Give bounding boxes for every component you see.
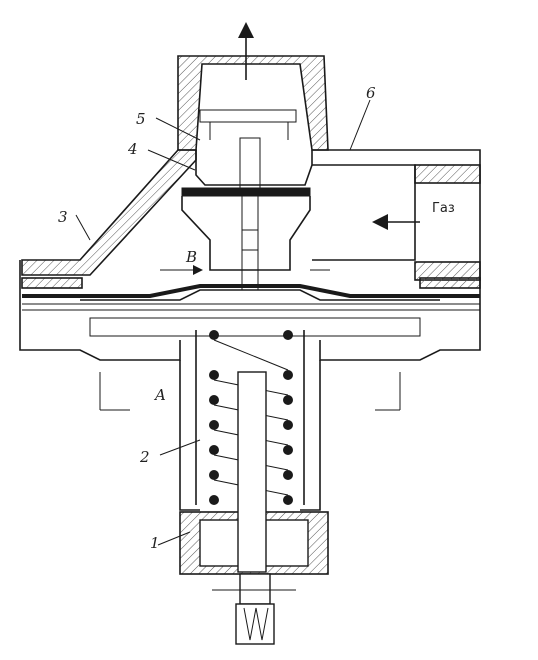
main-body	[19, 260, 481, 361]
diaphragm-plate	[89, 317, 421, 337]
valve-seat	[181, 187, 311, 197]
label-gas: Газ	[432, 201, 455, 216]
label-a: A	[153, 386, 166, 404]
spring	[209, 330, 293, 505]
valve-guide-plate	[199, 109, 297, 123]
label-4: 4	[127, 140, 138, 158]
top-housing	[177, 55, 329, 186]
label-5: 5	[136, 110, 146, 128]
adjusting-rod	[212, 371, 296, 645]
valve-stem	[239, 137, 261, 291]
label-2: 2	[139, 448, 150, 466]
bypass-channel	[21, 149, 197, 276]
diaphragm	[22, 284, 480, 298]
label-3: 3	[58, 208, 68, 226]
label-b: B	[185, 248, 197, 266]
section-line-a	[99, 372, 401, 411]
inlet-housing	[312, 149, 481, 300]
label-6: 6	[366, 84, 376, 102]
label-1: 1	[150, 534, 160, 552]
